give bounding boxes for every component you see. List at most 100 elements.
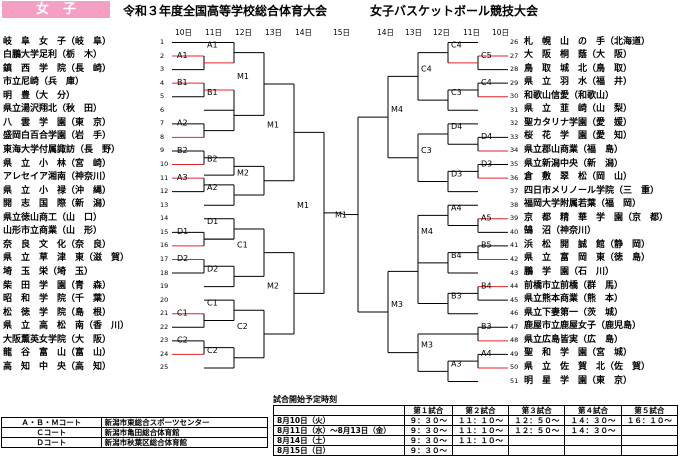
team-name: 福岡大学附属若葉（福 岡） xyxy=(524,199,642,210)
team-number: 13 xyxy=(160,200,169,209)
team-name: 白鵬大学足利（栃 木） xyxy=(3,50,103,61)
schedule-time: １１：１０～ xyxy=(451,415,510,426)
team-number: 10 xyxy=(160,160,169,169)
team-name: 県立郡山商業（福 島） xyxy=(524,144,624,155)
team-number: 32 xyxy=(510,119,519,128)
game-label: M1 xyxy=(267,120,279,129)
team-name: 埼 玉 栄（埼 玉） xyxy=(3,267,94,278)
team-number: 30 xyxy=(510,92,519,101)
team-name: 県 立 草 津 東（滋 賀） xyxy=(3,253,130,264)
game-label: B2 xyxy=(207,154,218,163)
team-number: 11 xyxy=(160,173,169,182)
court-venue: 新潟市東総合スポーツセンター xyxy=(100,417,269,428)
team-name: 県 立 小 禄（沖 縄） xyxy=(3,185,112,196)
game-label: B1 xyxy=(177,78,188,87)
team-number: 16 xyxy=(160,241,169,250)
game-label: A3 xyxy=(177,173,188,182)
game-label: M3 xyxy=(421,341,433,350)
game-label: A2 xyxy=(207,183,218,192)
schedule-table: 第１試合第２試合第３試合第４試合第５試合 8月10日（火）９：３０～１１：１０～… xyxy=(273,405,679,456)
game-label: B4 xyxy=(451,251,462,260)
team-name: 龍 谷 富 山（富 山） xyxy=(3,348,112,359)
game-label: B4 xyxy=(481,281,492,290)
team-number: 28 xyxy=(510,65,519,74)
schedule-corner xyxy=(273,405,405,416)
game-label: C2 xyxy=(207,346,218,355)
game-label: B2 xyxy=(177,146,188,155)
team-number: 23 xyxy=(160,336,169,345)
game-label: A2 xyxy=(177,119,188,128)
team-name: 昭 和 学 院（千 葉） xyxy=(3,294,112,305)
team-number: 26 xyxy=(510,38,519,46)
team-number: 18 xyxy=(160,268,169,277)
team-name: 八 雲 学 園（東 京） xyxy=(3,117,112,128)
game-label: M2 xyxy=(237,169,249,178)
team-number: 5 xyxy=(160,92,165,101)
team-number: 36 xyxy=(510,173,519,182)
game-label: M4 xyxy=(391,105,403,114)
day-label-left: 14日 xyxy=(295,28,313,37)
day-label-final: 15日 xyxy=(333,28,351,37)
team-name: 県立広島皆実（広 島） xyxy=(524,334,624,345)
team-number: 39 xyxy=(510,214,519,223)
game-label: D2 xyxy=(207,264,218,273)
team-number: 49 xyxy=(510,349,519,358)
game-label: D3 xyxy=(451,169,462,178)
game-label: C2 xyxy=(237,322,248,331)
team-number: 21 xyxy=(160,309,169,318)
schedule-time xyxy=(564,435,622,446)
day-label-left: 12日 xyxy=(235,28,253,37)
team-name: 大 阪 桐 蔭（大 阪） xyxy=(524,50,633,61)
team-number: 17 xyxy=(160,254,169,263)
schedule-header: 第１試合 xyxy=(403,405,453,416)
team-number: 1 xyxy=(160,38,165,46)
game-label: B1 xyxy=(207,88,218,97)
game-label: C1 xyxy=(237,241,248,250)
team-number: 37 xyxy=(510,187,519,196)
game-label: C3 xyxy=(421,146,432,155)
team-name: 聖 和 学 園（宮 城） xyxy=(524,348,633,359)
schedule-header: 第３試合 xyxy=(508,405,566,416)
team-number: 29 xyxy=(510,78,519,87)
team-name: 松 徳 学 院（島 根） xyxy=(3,307,112,318)
court-row: Ａ・Ｂ・Ｍコート新潟市東総合スポーツセンター xyxy=(1,417,269,428)
team-name: 鹿屋市立鹿屋女子（鹿児島） xyxy=(524,321,642,332)
schedule-time: ９：３０～ xyxy=(403,435,453,446)
team-name: 県 立 韮 崎（山 梨） xyxy=(524,104,633,115)
team-number: 20 xyxy=(160,295,169,304)
day-label-left: 13日 xyxy=(265,28,283,37)
team-name: 柴 田 学 園（青 森） xyxy=(3,280,112,291)
schedule-time: １１：１０～ xyxy=(451,425,510,436)
day-label-right: 14日 xyxy=(377,28,395,37)
team-name: 鵠 沼（神奈川） xyxy=(524,226,597,237)
team-number: 44 xyxy=(510,282,519,291)
team-number: 34 xyxy=(510,146,519,155)
court-court: Ａ・Ｂ・Ｍコート xyxy=(1,417,102,428)
game-label: C4 xyxy=(451,41,462,50)
team-name: 明 豊（大 分） xyxy=(3,90,76,101)
schedule-time: １１：１０～ xyxy=(451,435,510,446)
court-row: Ｄコート新潟市秋葉区総合体育館 xyxy=(1,437,269,448)
schedule-header: 第２試合 xyxy=(451,405,510,416)
game-label: C4 xyxy=(421,64,432,73)
team-name: 岐 阜 女 子（岐 阜） xyxy=(3,36,112,47)
team-name: 大阪薫英女学院（大 阪） xyxy=(3,334,112,345)
schedule-date: 8月10日（火） xyxy=(273,415,405,426)
team-number: 51 xyxy=(510,377,519,385)
team-number: 27 xyxy=(510,51,519,60)
game-label: C3 xyxy=(451,88,462,97)
schedule-time: １２：５０～ xyxy=(508,425,566,436)
schedule-time: １６：１０～ xyxy=(620,415,679,426)
schedule-row: 8月14日（土）９：３０～１１：１０～ xyxy=(273,435,679,446)
schedule-header: 第４試合 xyxy=(564,405,622,416)
court-venue: 新潟市亀田総合体育館 xyxy=(100,427,269,438)
game-label: A4 xyxy=(451,203,462,212)
game-label: D4 xyxy=(451,122,462,131)
tournament-subtitle: 女子バスケットボール競技大会 xyxy=(370,4,539,18)
team-name: 札 幌 山 の 手（北海道） xyxy=(524,36,651,47)
team-name: 鎮 西 学 院（長 崎） xyxy=(3,63,112,74)
team-number: 38 xyxy=(510,200,519,209)
game-label: B5 xyxy=(481,241,492,250)
team-name: 明 星 学 園（東 京） xyxy=(524,375,633,386)
team-number: 35 xyxy=(510,160,519,169)
